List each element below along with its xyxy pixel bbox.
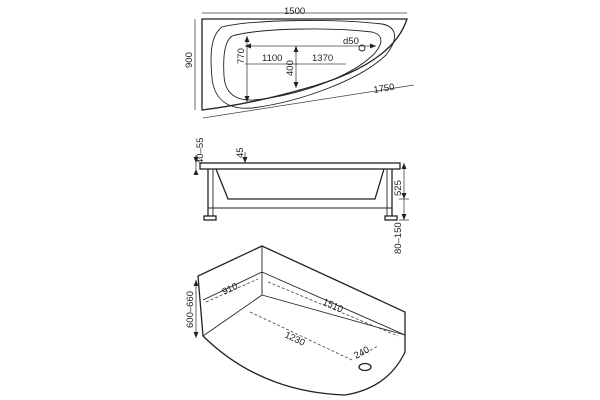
iso-outline <box>197 245 406 396</box>
right-foot <box>384 215 398 221</box>
label-d50: d50 <box>343 36 359 47</box>
label-1750: 1750 <box>373 82 396 96</box>
iso-drain <box>358 362 372 372</box>
arrowhead <box>242 157 248 163</box>
side-view: 40–55 45 525 80–150 <box>193 138 409 254</box>
top-view-basin <box>223 28 382 101</box>
side-view-rim <box>199 162 401 170</box>
label-40-55: 40–55 <box>195 138 206 164</box>
arrowhead <box>244 96 250 102</box>
label-240: 240 <box>352 344 371 361</box>
side-view-basin <box>215 168 385 200</box>
label-1230: 1230 <box>283 330 307 349</box>
arrowhead <box>193 157 199 163</box>
arrowhead <box>401 193 407 199</box>
dim-line-910 <box>205 278 259 303</box>
iso-top-side-edge <box>202 271 263 301</box>
arrowhead <box>245 43 251 49</box>
iso-bottom-front-edge <box>261 294 406 336</box>
top-view-rim-inner <box>210 20 395 109</box>
dim-line-1750 <box>202 84 415 119</box>
label-525: 525 <box>393 180 404 196</box>
arrowhead <box>401 163 407 169</box>
label-900: 900 <box>184 52 195 68</box>
arrowhead <box>293 46 299 52</box>
label-400: 400 <box>285 60 296 76</box>
top-view-outline <box>201 18 408 111</box>
left-foot <box>203 215 217 221</box>
arrowhead <box>370 43 376 49</box>
dim-line-1510 <box>267 281 399 337</box>
label-80-150: 80–150 <box>393 222 404 254</box>
arrowhead <box>193 332 199 338</box>
arrowhead <box>244 36 250 42</box>
arrowhead <box>401 214 407 220</box>
iso-bottom-side-edge <box>202 294 263 337</box>
dim-line-240 <box>356 345 379 359</box>
arrowhead <box>193 280 199 286</box>
dim-line-1230 <box>249 311 353 361</box>
iso-top-front-edge <box>261 271 406 336</box>
arrowhead <box>193 169 199 175</box>
top-view: 1500 900 1750 1370 1100 770 400 d50 <box>184 6 415 119</box>
isometric-view: 910 1510 1230 240 600–660 <box>185 245 406 396</box>
label-600-660: 600–660 <box>185 291 196 328</box>
label-770: 770 <box>236 48 247 64</box>
label-1500: 1500 <box>284 6 305 17</box>
arrowhead <box>293 82 299 88</box>
label-1370: 1370 <box>312 53 333 64</box>
label-1100: 1100 <box>262 53 282 64</box>
label-45: 45 <box>235 147 246 158</box>
drain-hole-circle <box>358 44 366 52</box>
